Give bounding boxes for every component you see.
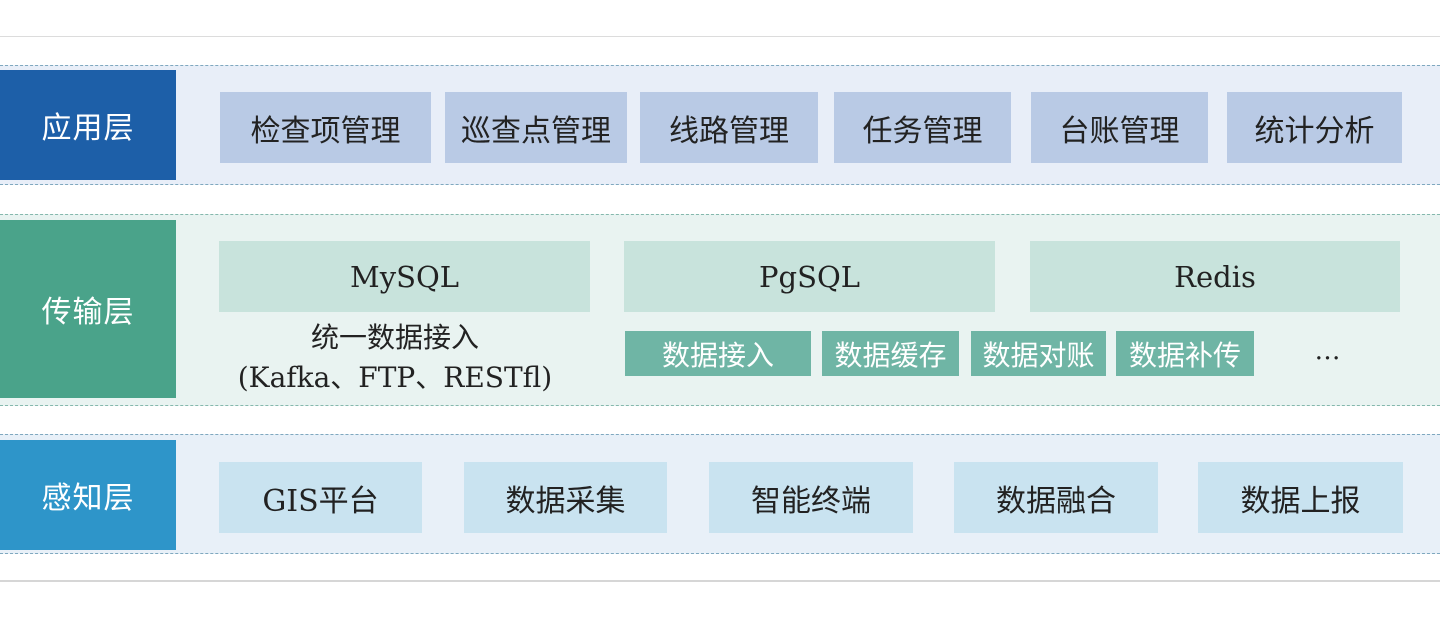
app-item-route-management: 线路管理 bbox=[640, 92, 818, 163]
sense-item-data-collection: 数据采集 bbox=[464, 462, 667, 533]
app-item-task-management: 任务管理 bbox=[834, 92, 1011, 163]
transport-layer-label: 传输层 bbox=[0, 220, 176, 398]
sense-item-data-fusion: 数据融合 bbox=[954, 462, 1158, 533]
application-layer-label: 应用层 bbox=[0, 70, 176, 180]
database-redis: Redis bbox=[1030, 241, 1400, 312]
function-data-reconcile: 数据对账 bbox=[971, 331, 1106, 376]
sense-item-gis-platform: GIS平台 bbox=[219, 462, 422, 533]
sense-item-smart-terminal: 智能终端 bbox=[709, 462, 913, 533]
app-item-patrol-points: 巡查点管理 bbox=[445, 92, 627, 163]
database-pgsql: PgSQL bbox=[624, 241, 995, 312]
unified-data-access-protocols: (Kafka、FTP、RESTfl) bbox=[237, 361, 553, 394]
more-functions-ellipsis: … bbox=[1314, 336, 1342, 366]
function-data-ingest: 数据接入 bbox=[625, 331, 811, 376]
database-mysql: MySQL bbox=[219, 241, 590, 312]
app-item-ledger-management: 台账管理 bbox=[1031, 92, 1208, 163]
top-divider bbox=[0, 36, 1440, 37]
function-data-cache: 数据缓存 bbox=[822, 331, 959, 376]
app-item-inspection-items: 检查项管理 bbox=[220, 92, 431, 163]
bottom-divider bbox=[0, 580, 1440, 582]
unified-data-access-title: 统一数据接入 bbox=[310, 321, 479, 354]
function-data-retransmit: 数据补传 bbox=[1116, 331, 1254, 376]
app-item-statistics: 统计分析 bbox=[1227, 92, 1402, 163]
perception-layer-label: 感知层 bbox=[0, 440, 176, 550]
unified-data-access: 统一数据接入 (Kafka、FTP、RESTfl) bbox=[219, 318, 571, 398]
sense-item-data-reporting: 数据上报 bbox=[1198, 462, 1403, 533]
